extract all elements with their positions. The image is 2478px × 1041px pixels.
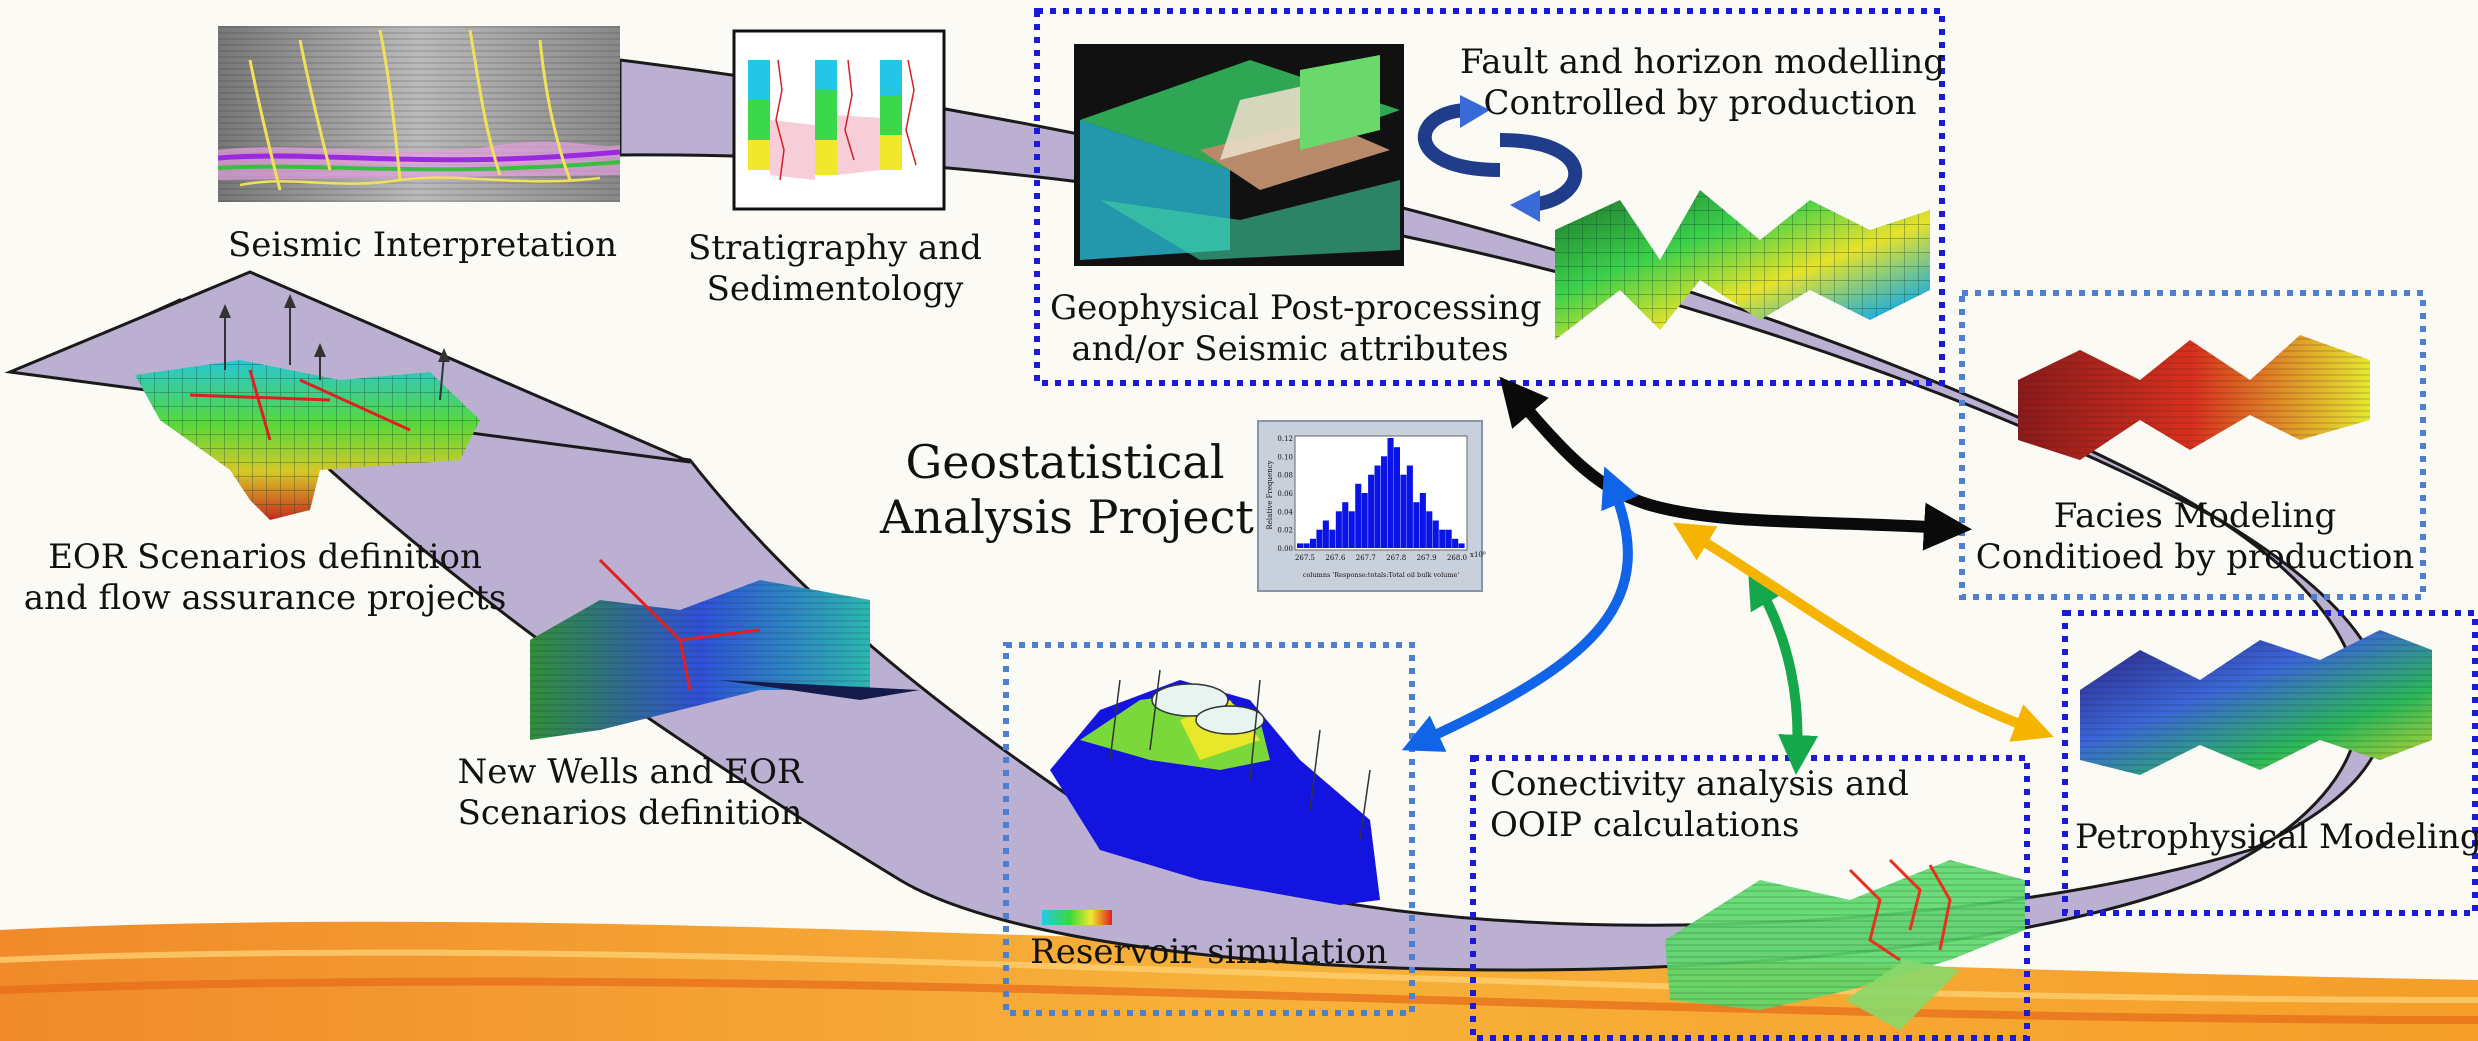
workflow-band xyxy=(4,58,2388,972)
histogram-x-label: columns 'Response:totals:Total oil bulk … xyxy=(1303,571,1459,579)
histogram-bar xyxy=(1316,529,1323,548)
arrow-black xyxy=(1499,376,1972,551)
histogram-bar xyxy=(1458,543,1465,548)
geophysics-image xyxy=(1074,44,1404,266)
label-new-wells: New Wells and EOR Scenarios definition xyxy=(457,752,803,833)
stratigraphy-image xyxy=(732,29,946,211)
label-fault-horizon: Fault and horizon modelling Controlled b… xyxy=(1460,42,1945,123)
histogram-y-tick: 0.02 xyxy=(1277,527,1293,535)
histogram-x-tick: 267.5 xyxy=(1295,554,1315,562)
histogram-bar xyxy=(1393,447,1400,548)
histogram-bar xyxy=(1348,511,1355,548)
histogram-bar xyxy=(1452,538,1459,548)
fault-model-image xyxy=(1555,190,1930,340)
histogram-bar xyxy=(1374,465,1381,548)
label-stratigraphy: Stratigraphy and Sedimentology xyxy=(688,228,982,309)
label-seismic-interpretation: Seismic Interpretation xyxy=(228,225,618,265)
histogram-bar xyxy=(1329,529,1336,548)
seismic-image xyxy=(217,26,621,202)
connectivity-model-image xyxy=(1665,858,2025,1030)
histogram-bar xyxy=(1322,520,1329,548)
histogram-y-tick: 0.04 xyxy=(1277,508,1293,516)
histogram-bar xyxy=(1335,511,1342,548)
histogram-y-tick: 0.00 xyxy=(1277,545,1293,553)
label-reservoir: Reservoir simulation xyxy=(1030,932,1388,972)
histogram-x-tick: 268.0 xyxy=(1447,554,1467,562)
eor-model-image xyxy=(135,294,480,520)
histogram-bar xyxy=(1400,474,1407,548)
histogram-y-tick: 0.10 xyxy=(1277,453,1293,461)
histogram-bar xyxy=(1342,502,1349,548)
petrophysical-model-image xyxy=(2080,630,2432,775)
histogram-bar xyxy=(1439,529,1446,548)
histogram-x-tick: 267.9 xyxy=(1417,554,1437,562)
footer-wave xyxy=(0,921,2478,1041)
label-facies: Facies Modeling Conditioed by production xyxy=(1975,496,2415,577)
label-connectivity: Conectivity analysis and OOIP calculatio… xyxy=(1490,764,1909,845)
label-eor: EOR Scenarios definition and flow assura… xyxy=(23,537,507,618)
histogram-bar xyxy=(1419,493,1426,548)
arrow-blue xyxy=(1401,466,1639,752)
histogram-bar xyxy=(1387,438,1394,548)
arrow-green xyxy=(1747,567,1819,775)
histogram-bar xyxy=(1303,543,1310,548)
histogram-bar xyxy=(1361,493,1368,548)
relation-arrows xyxy=(1401,376,2054,775)
facies-model-image xyxy=(2018,335,2370,460)
histogram-bar xyxy=(1426,511,1433,548)
histogram-bar xyxy=(1432,520,1439,548)
arrow-yellow xyxy=(1672,522,2054,742)
label-center-title: Geostatistical Analysis Project xyxy=(880,435,1254,545)
histogram-y-tick: 0.06 xyxy=(1277,490,1293,498)
histogram-bar xyxy=(1381,456,1388,548)
histogram-bar xyxy=(1368,474,1375,548)
histogram-bar xyxy=(1445,529,1452,548)
new-wells-model-image xyxy=(530,558,920,740)
label-geophysical: Geophysical Post-processing and/or Seism… xyxy=(1050,288,1542,369)
histogram-bar xyxy=(1355,483,1362,548)
histogram-bar xyxy=(1406,465,1413,548)
petrophysical-box xyxy=(2062,610,2478,916)
histogram-chart: 0.12 0.10 0.08 0.06 0.04 0.02 0.00 267.5 267.6 2… xyxy=(1257,420,1486,592)
histogram-x-tick: 267.7 xyxy=(1356,554,1376,562)
histogram-y-label: Relative Frequency xyxy=(1266,460,1274,529)
cycle-arrows-icon xyxy=(1417,95,1583,222)
reservoir-box xyxy=(1003,642,1415,1016)
histogram-y-tick: 0.12 xyxy=(1277,435,1293,443)
histogram-x-multiplier: x10⁸ xyxy=(1470,551,1486,559)
label-petrophysical: Petrophysical Modeling xyxy=(2075,817,2478,857)
histogram-y-tick: 0.08 xyxy=(1277,472,1293,480)
histogram-x-tick: 267.8 xyxy=(1386,554,1406,562)
histogram-bar xyxy=(1297,543,1304,548)
geophysics-box xyxy=(1034,8,1945,386)
histogram-bar xyxy=(1309,538,1316,548)
histogram-bar xyxy=(1413,502,1420,548)
reservoir-simulation-image xyxy=(1042,669,1380,925)
histogram-x-tick: 267.6 xyxy=(1325,554,1346,562)
